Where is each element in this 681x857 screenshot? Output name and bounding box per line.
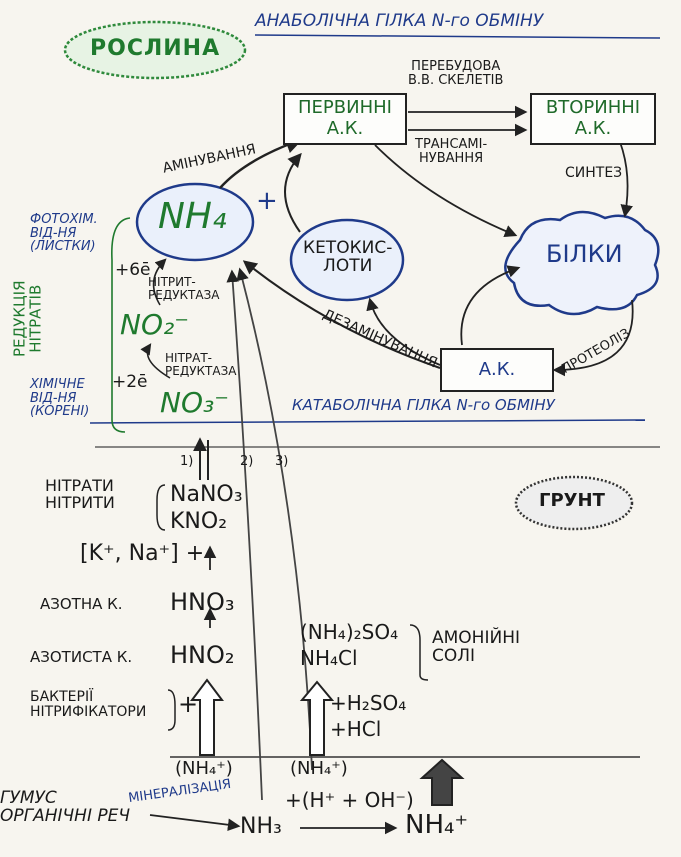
anabolic-title: АНАБОЛІЧНА ГІЛКА N-го ОБМІНУ — [255, 11, 544, 31]
synthesis-label: СИНТЕЗ — [565, 165, 623, 181]
keto-ellipse — [289, 218, 405, 302]
two-e-label: +2ē — [112, 372, 148, 392]
path-1-label: 1) — [180, 454, 194, 469]
chemical-label: ХІМІЧНЕ ВІД-НЯ (КОРЕНІ) — [30, 377, 90, 420]
nitrate-red-label: НІТРАТ- РЕДУКТАЗА — [165, 351, 237, 378]
ammonium-salts-label: АМОНІЙНІ СОЛІ — [432, 628, 520, 666]
primary-aa-label: ПЕРВИННІ А.К. — [298, 97, 392, 139]
transam-label: ТРАНСАМІ- НУВАННЯ — [415, 137, 488, 166]
catabolic-title: КАТАБОЛІЧНА ГІЛКА N-го ОБМІНУ — [292, 396, 555, 414]
proteins-cloud — [504, 210, 660, 316]
h2so4-formula: +H₂SO₄ — [330, 691, 407, 715]
aa-box: А.К. — [440, 348, 554, 392]
nitric-acid-label: АЗОТНА К. — [40, 595, 123, 613]
no2-label: NO₂⁻ — [120, 308, 189, 341]
nh4-left-formula: (NH₄⁺) — [175, 758, 233, 779]
hno3-formula: HNO₃ — [170, 588, 235, 616]
soil-cloud — [514, 475, 634, 531]
nh4-final-formula: NH₄⁺ — [405, 810, 469, 840]
cations-formula: [K⁺, Na⁺] + — [80, 541, 205, 566]
plant-label: РОСЛИНА — [90, 36, 221, 61]
photochem-label: ФОТОХІМ. ВІД-НЯ (ЛИСТКИ) — [30, 212, 98, 255]
proteins-label: БІЛКИ — [546, 240, 623, 268]
nitrous-acid-label: АЗОТИСТА К. — [30, 648, 133, 666]
secondary-aa-box: ВТОРИННІ А.К. — [530, 93, 656, 145]
bacteria-plus: + — [178, 690, 199, 718]
secondary-aa-label: ВТОРИННІ А.К. — [545, 97, 641, 139]
primary-aa-box: ПЕРВИННІ А.К. — [283, 93, 407, 145]
six-e-label: +6ē — [115, 260, 151, 280]
nitrates-label: НІТРАТИ НІТРИТИ — [45, 476, 115, 512]
rebuild-label: ПЕРЕБУДОВА В.В. СКЕЛЕТІВ — [408, 59, 504, 88]
path-3-label: 3) — [275, 454, 289, 469]
reduction-label: РЕДУКЦІЯ НІТРАТІВ — [10, 280, 45, 358]
soil-label: ГРУНТ — [539, 490, 605, 511]
humus-label: ГУМУС ОРГАНІЧНІ РЕЧ — [0, 788, 131, 826]
nitrite-red-label: НІТРИТ- РЕДУКТАЗА — [148, 275, 220, 302]
ammonium-sulfate-formula: (NH₄)₂SO₄ — [300, 620, 399, 644]
nano3-formula: NaNO₃ — [170, 482, 243, 507]
plus-sign: + — [256, 186, 278, 216]
path-2-label: 2) — [240, 454, 254, 469]
keto-label: КЕТОКИС- ЛОТИ — [303, 238, 393, 276]
nh3-formula: NH₃ — [240, 814, 282, 839]
no3-label: NO₃⁻ — [160, 386, 229, 419]
nh4-mid-formula: (NH₄⁺) — [290, 758, 348, 779]
aa-label: А.К. — [478, 358, 516, 380]
nh4-ellipse — [135, 182, 255, 262]
bacteria-label: БАКТЕРІЇ НІТРИФІКАТОРИ — [30, 689, 147, 720]
hcl-formula: +HCl — [330, 717, 382, 741]
nh4-label: NH₄ — [158, 196, 227, 237]
kno2-formula: KNO₂ — [170, 509, 228, 534]
ammonium-chloride-formula: NH₄Cl — [300, 646, 358, 670]
plant-cloud — [63, 20, 247, 80]
water-ions-formula: +(H⁺ + OH⁻) — [285, 788, 414, 812]
hno2-formula: HNO₂ — [170, 641, 235, 669]
